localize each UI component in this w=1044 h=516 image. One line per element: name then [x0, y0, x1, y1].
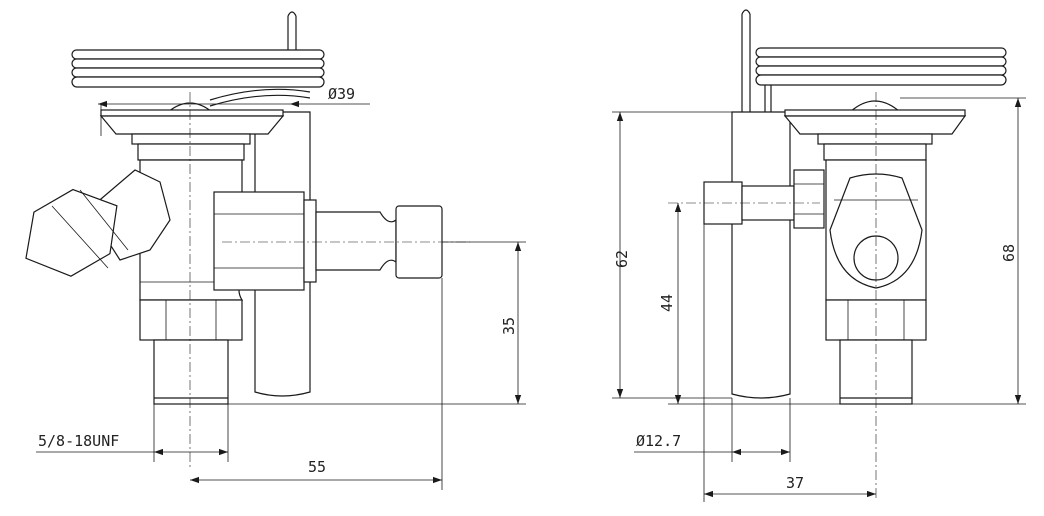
capillary-coil: [71, 11, 325, 107]
dim-62-label: 62: [613, 250, 631, 268]
thread-spec-label: 5/8-18UNF: [38, 432, 119, 450]
diameter-12-7-label: Ø12.7: [636, 432, 681, 450]
dimension-35: 35: [228, 241, 526, 405]
dimension-diameter-12-7: Ø12.7: [634, 398, 791, 462]
bottom-fitting: [139, 299, 243, 405]
dim-68-label: 68: [1000, 244, 1018, 262]
dim-55-label: 55: [308, 458, 326, 476]
dimension-37: 37: [703, 224, 876, 502]
front-view: Ø39 35 55 5/8-18UNF: [25, 11, 526, 490]
dimension-55: 55: [190, 278, 443, 490]
dimension-diameter-39: Ø39: [98, 85, 370, 136]
diameter-39-label: Ø39: [328, 85, 355, 103]
dim-35-label: 35: [500, 317, 518, 335]
side-diaphragm-head: [783, 100, 967, 161]
side-view: 62 44 68 Ø12.7 37: [612, 9, 1026, 502]
dimension-thread: 5/8-18UNF: [36, 404, 229, 462]
dim-37-label: 37: [786, 474, 804, 492]
outlet-fitting: [213, 191, 443, 291]
diaphragm-head: [99, 102, 285, 161]
dim-44-label: 44: [658, 294, 676, 312]
inlet-hex-nut: [25, 169, 171, 277]
side-bulb-tube: [731, 111, 791, 399]
dimension-62: 62: [612, 111, 742, 399]
side-capillary-coil: [741, 9, 1007, 112]
dimension-44: 44: [658, 203, 840, 405]
dimension-68: 68: [900, 97, 1026, 405]
